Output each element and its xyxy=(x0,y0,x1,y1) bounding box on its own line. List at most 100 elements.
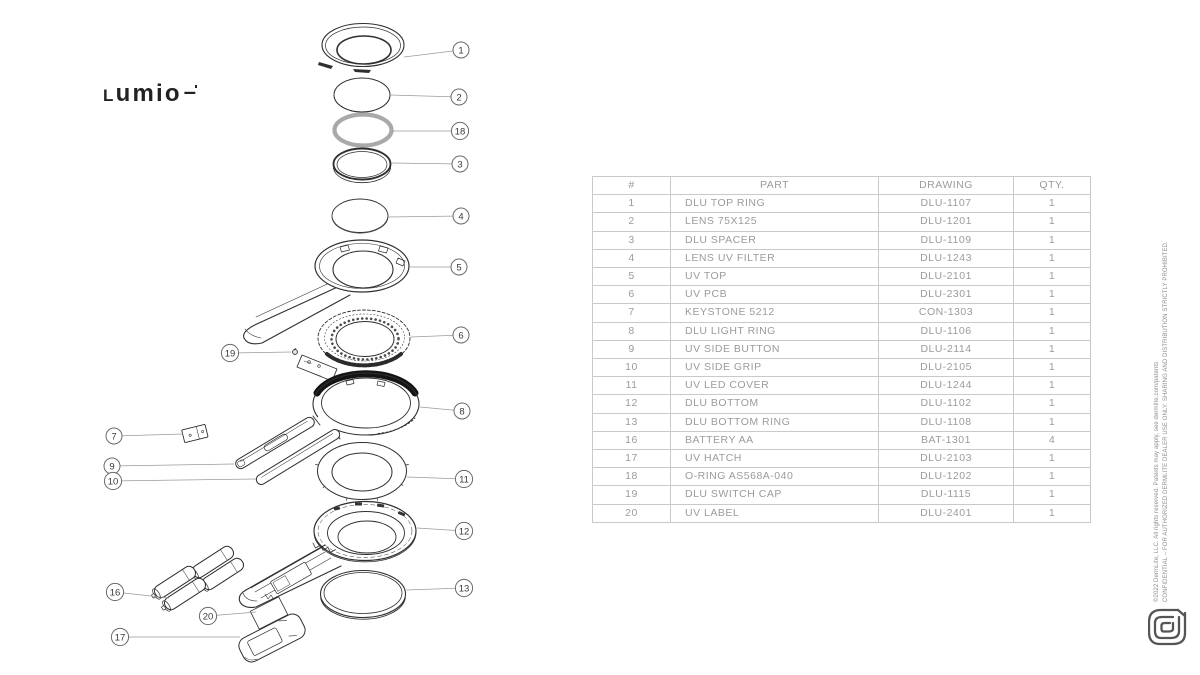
callout-2 xyxy=(450,88,468,106)
part-dlu-top-ring xyxy=(318,22,405,73)
table-cell: DLU-2114 xyxy=(878,339,1014,360)
callout-leader-11 xyxy=(406,476,465,480)
callout-number-12: 12 xyxy=(459,526,470,537)
header-part: PART xyxy=(670,175,879,196)
part-uv-hatch xyxy=(238,613,306,663)
table-cell: 1 xyxy=(1013,339,1091,360)
table-cell: KEYSTONE 5212 xyxy=(670,303,879,323)
table-cell: DLU-1201 xyxy=(878,212,1014,232)
table-cell: 1 xyxy=(1013,394,1091,414)
table-cell: DLU TOP RING xyxy=(670,194,879,214)
callout-number-7: 7 xyxy=(111,431,116,442)
table-cell: 1 xyxy=(1013,449,1091,469)
part-uv-led-cover xyxy=(315,442,409,501)
callout-17 xyxy=(110,627,130,647)
callout-number-13: 13 xyxy=(459,583,470,594)
table-cell: 1 xyxy=(1013,376,1091,396)
table-cell: DLU SWITCH CAP xyxy=(670,485,879,505)
table-cell: 1 xyxy=(1013,321,1091,341)
table-cell: 1 xyxy=(1013,303,1091,323)
table-cell: DLU-1106 xyxy=(878,321,1014,341)
table-cell: 4 xyxy=(1013,430,1091,451)
table-cell: UV PCB xyxy=(670,285,879,305)
callout-number-11: 11 xyxy=(459,474,469,485)
part-dlu-bottom-ring xyxy=(319,569,407,620)
callout-number-20: 20 xyxy=(203,611,214,622)
table-cell: UV TOP xyxy=(670,267,879,287)
part-lens-uv-filter xyxy=(331,198,389,234)
table-cell: 8 xyxy=(592,321,671,341)
table-cell: 3 xyxy=(592,230,671,250)
table-cell: UV LED COVER xyxy=(670,376,879,396)
part-lens xyxy=(333,77,391,113)
callout-5 xyxy=(450,258,468,276)
table-cell: DLU-1108 xyxy=(878,412,1014,432)
table-cell: 1 xyxy=(1013,267,1091,287)
part-dlu-switch-cap xyxy=(292,348,298,355)
table-cell: UV LABEL xyxy=(670,503,879,523)
callout-number-2: 2 xyxy=(456,92,461,103)
table-cell: LENS 75X125 xyxy=(670,212,879,232)
table-cell: O-RING AS568A-040 xyxy=(670,467,879,487)
dermlite-mark-icon xyxy=(1148,608,1187,646)
callout-7 xyxy=(105,427,123,445)
battery-aa xyxy=(151,565,197,600)
table-cell: DLU-1107 xyxy=(878,194,1014,214)
callout-number-16: 16 xyxy=(110,587,121,598)
table-cell: DLU BOTTOM xyxy=(670,394,879,414)
callout-number-6: 6 xyxy=(458,330,463,341)
callout-number-18: 18 xyxy=(455,126,466,137)
table-cell: 1 xyxy=(1013,212,1091,232)
part-dlu-bottom xyxy=(238,500,417,608)
table-cell: UV SIDE BUTTON xyxy=(670,339,879,360)
table-cell: 1 xyxy=(1013,485,1091,505)
part-dlu-light-ring xyxy=(309,370,420,443)
header-drawing: DRAWING xyxy=(878,175,1014,196)
callout-leader-10 xyxy=(112,478,257,482)
table-cell: DLU-2101 xyxy=(878,267,1014,287)
callout-number-10: 10 xyxy=(108,476,119,487)
table-cell: 1 xyxy=(1013,285,1091,305)
logo-dash: – xyxy=(183,79,196,104)
part-dlu-spacer xyxy=(332,147,392,184)
table-cell: 1 xyxy=(1013,358,1091,378)
logo-tick-mark xyxy=(194,85,197,88)
table-cell: DLU-1243 xyxy=(878,248,1014,269)
table-cell: DLU-2103 xyxy=(878,449,1014,469)
callout-4 xyxy=(452,207,470,225)
callout-leader-1 xyxy=(403,49,462,58)
table-cell: 1 xyxy=(592,194,671,214)
table-header-row: # PART DRAWING QTY. xyxy=(592,175,1091,196)
part-uv-side-button xyxy=(235,416,315,470)
callout-leader-13 xyxy=(405,587,465,591)
table-cell: 6 xyxy=(592,285,671,305)
logo-word: umio xyxy=(115,80,182,107)
callout-number-5: 5 xyxy=(456,262,461,273)
callout-8 xyxy=(453,402,471,420)
callout-number-17: 17 xyxy=(115,632,126,643)
table-cell: DLU BOTTOM RING xyxy=(670,412,879,432)
part-o-ring xyxy=(332,112,394,148)
callout-number-8: 8 xyxy=(459,406,464,417)
callout-1 xyxy=(452,41,470,59)
table-cell: DLU-2401 xyxy=(878,503,1014,523)
callout-10 xyxy=(103,471,123,491)
table-cell: DLU-2301 xyxy=(878,285,1014,305)
copyright-line: ©2022 DermLite, LLC. All rights reserved… xyxy=(1154,361,1160,602)
battery-aa xyxy=(161,577,207,612)
table-cell: 11 xyxy=(592,376,671,396)
table-cell: 12 xyxy=(592,394,671,414)
table-cell: 20 xyxy=(592,503,671,523)
callout-6 xyxy=(452,326,470,344)
